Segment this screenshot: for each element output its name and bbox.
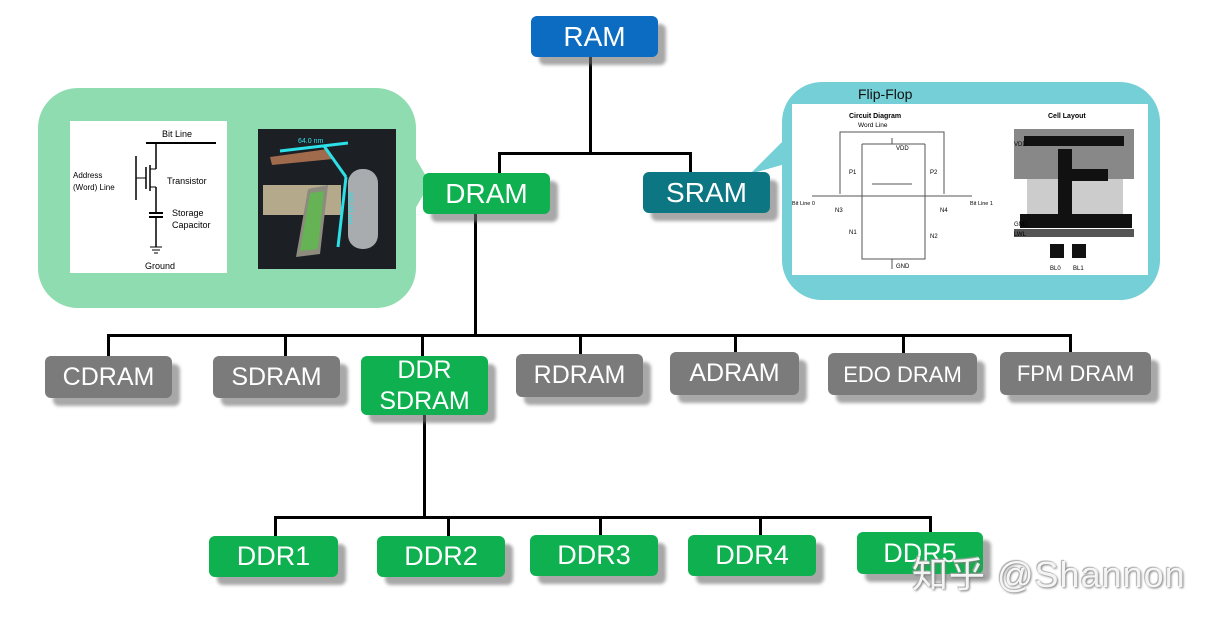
connector xyxy=(447,516,450,538)
sram-cell-diagram: Circuit Diagram Word Line VDD GND Bit Li… xyxy=(792,104,1148,275)
transistor-label: Transistor xyxy=(167,176,207,186)
vdd-label: VDD xyxy=(896,146,909,152)
dram-panel-pointer xyxy=(398,128,430,218)
n2-label: N2 xyxy=(930,234,938,240)
p2-label: P2 xyxy=(930,170,938,176)
circuit-diagram-title: Circuit Diagram xyxy=(849,113,901,120)
dram-illustration-panel: Bit Line Address (Word) Line Transistor … xyxy=(38,88,430,308)
n4-label: N4 xyxy=(940,208,948,214)
layout-bl1-label: BL1 xyxy=(1073,266,1084,272)
node-ddr4: DDR4 xyxy=(688,535,816,576)
node-ddr5: DDR5 xyxy=(857,532,983,574)
sram-panel-pointer xyxy=(750,132,792,174)
connector xyxy=(929,516,932,534)
flip-flop-title: Flip-Flop xyxy=(858,86,913,102)
node-ram: RAM xyxy=(531,16,658,57)
node-fpm-dram: FPM DRAM xyxy=(1000,352,1151,395)
node-sram: SRAM xyxy=(643,172,770,213)
n1-label: N1 xyxy=(849,230,857,236)
connector xyxy=(423,415,426,518)
cell-layout-title: Cell Layout xyxy=(1048,113,1086,120)
connector xyxy=(107,334,110,358)
bit-line-label: Bit Line xyxy=(162,129,192,139)
height-dimension-label: 360.00 nm xyxy=(346,191,353,224)
connector xyxy=(284,334,287,358)
node-sdram: SDRAM xyxy=(213,356,340,398)
layout-bl0-label: BL0 xyxy=(1050,266,1061,272)
n3-label: N3 xyxy=(835,208,843,214)
storage-label: Storage xyxy=(172,208,204,218)
node-rdram: RDRAM xyxy=(516,354,643,397)
node-edo-dram: EDO DRAM xyxy=(828,353,977,395)
connector xyxy=(274,516,932,519)
bit-line-1-label: Bit Line 1 xyxy=(970,201,993,207)
connector xyxy=(579,334,582,356)
layout-lwl-label: LWL xyxy=(1014,232,1027,238)
connector xyxy=(759,516,762,538)
dram-cell-3d-photo: 64.0 nm 360.00 nm xyxy=(258,129,396,269)
node-dram: DRAM xyxy=(423,173,550,214)
connector xyxy=(689,152,692,174)
connector xyxy=(498,152,501,174)
layout-vdd-label: VDD xyxy=(1014,142,1027,148)
node-ddr3: DDR3 xyxy=(530,535,658,576)
connector xyxy=(589,57,592,154)
ground-label: Ground xyxy=(145,261,175,271)
layout-gnd-label: GND xyxy=(1014,222,1028,228)
connector xyxy=(421,334,424,358)
capacitor-label: Capacitor xyxy=(172,220,211,230)
node-cdram: CDRAM xyxy=(45,356,172,398)
p1-label: P1 xyxy=(849,170,857,176)
word-line-label: (Word) Line xyxy=(73,183,115,192)
connector xyxy=(734,334,737,354)
node-ddr1: DDR1 xyxy=(209,536,338,577)
gnd-label: GND xyxy=(896,264,910,270)
connector xyxy=(474,214,477,336)
node-adram: ADRAM xyxy=(670,352,799,395)
connector xyxy=(274,516,277,538)
sram-illustration-panel: Flip-Flop Circuit Diagram Word Line VDD … xyxy=(750,82,1160,300)
address-label: Address xyxy=(73,171,102,180)
width-dimension-label: 64.0 nm xyxy=(298,138,323,145)
node-ddr-sdram: DDR SDRAM xyxy=(361,356,488,415)
word-line-label: Word Line xyxy=(858,122,888,129)
connector xyxy=(498,152,692,155)
connector xyxy=(1069,334,1072,354)
connector xyxy=(107,334,1072,337)
connector xyxy=(599,516,602,538)
node-ddr2: DDR2 xyxy=(377,536,505,577)
watermark: 知乎 @Shannon xyxy=(912,554,1186,595)
connector xyxy=(902,334,905,354)
bit-line-0-label: Bit Line 0 xyxy=(792,201,815,207)
dram-cell-circuit: Bit Line Address (Word) Line Transistor … xyxy=(70,121,227,273)
